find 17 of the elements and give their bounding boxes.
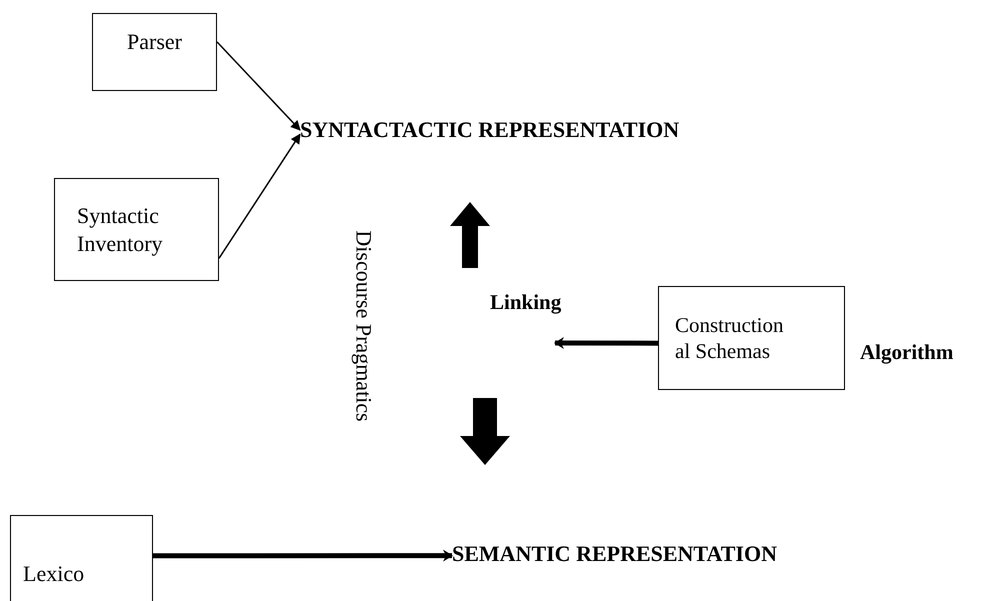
process-box xyxy=(658,286,845,390)
node-text: Syntactic Inventory xyxy=(77,202,164,257)
node-text: Parser xyxy=(127,28,182,56)
node-text: Lexico xyxy=(23,560,84,588)
node-text: SEMANTIC REPRESENTATION xyxy=(452,540,777,568)
arrow xyxy=(216,41,301,131)
process-box xyxy=(10,515,153,601)
node-text: SYNTACTACTIC REPRESENTATION xyxy=(300,116,680,144)
process-box xyxy=(92,13,217,91)
arrow xyxy=(218,133,301,259)
label: Linking xyxy=(490,290,562,315)
rotated-label: Discourse Pragmatics xyxy=(350,230,377,422)
arrow xyxy=(153,550,453,562)
label: Algorithm xyxy=(860,340,954,365)
process-box xyxy=(54,178,219,281)
arrow xyxy=(554,337,658,350)
node-text: Construction al Schemas xyxy=(675,312,784,364)
